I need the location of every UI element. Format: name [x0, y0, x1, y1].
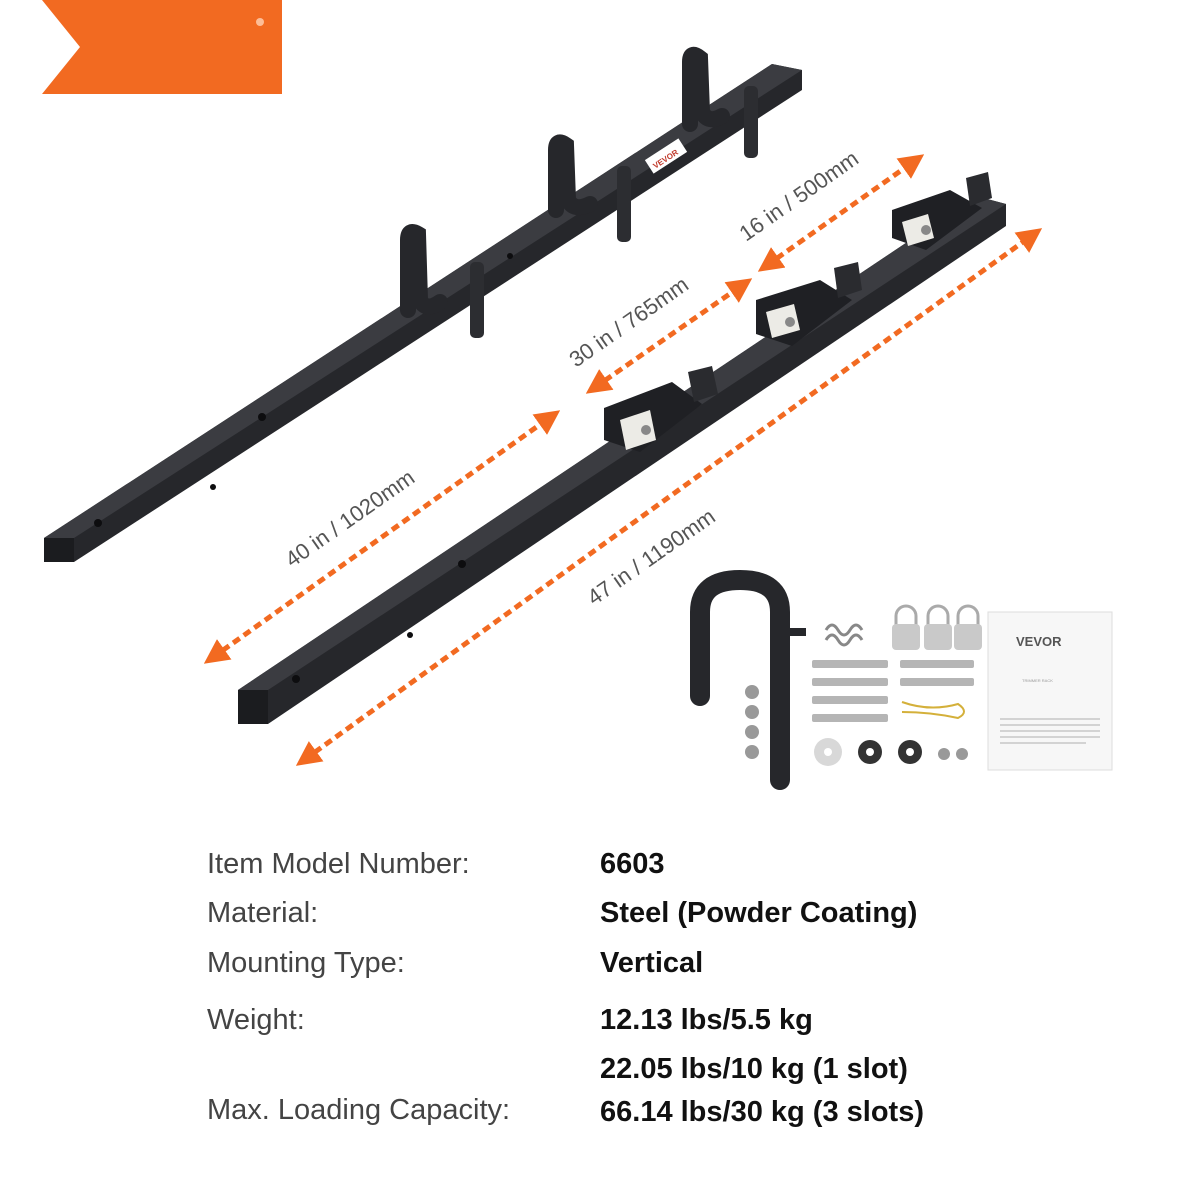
- washer-icon: [814, 738, 968, 766]
- spec-label-mounting: Mounting Type:: [207, 947, 405, 979]
- product-illustration: VEVOR: [44, 46, 1113, 790]
- spec-label-material: Material:: [207, 897, 319, 929]
- svg-text:TRIMMER RACK: TRIMMER RACK: [1022, 678, 1053, 683]
- short-rack-length-label: 40 in / 1020mm: [281, 465, 420, 572]
- spec-label-weight: Weight:: [207, 1004, 305, 1036]
- spec-value-weight: 12.13 lbs/5.5 kg: [600, 1004, 813, 1036]
- spacing-wide-label: 30 in / 765mm: [565, 272, 694, 372]
- spec-value-capacity-total: 66.14 lbs/30 kg (3 slots): [600, 1096, 924, 1128]
- padlock-icon: [892, 604, 982, 650]
- spec-value-model: 6603: [600, 848, 665, 880]
- dimension-arrows: [203, 154, 1043, 766]
- spec-label-model: Item Model Number:: [207, 848, 470, 880]
- spec-label-capacity: Max. Loading Capacity:: [207, 1094, 511, 1126]
- svg-text:VEVOR: VEVOR: [1016, 634, 1062, 649]
- j-hook-icon: [690, 569, 790, 790]
- spec-value-capacity-single: 22.05 lbs/10 kg (1 slot): [600, 1053, 908, 1085]
- spec-value-material: Steel (Powder Coating): [600, 897, 918, 929]
- corner-banner: [42, 0, 282, 94]
- spacing-narrow-label: 16 in / 500mm: [735, 146, 864, 246]
- spring-icon: [824, 623, 864, 637]
- accessories: VEVOR TRIMMER RACK: [690, 569, 1113, 790]
- pin-icon: [901, 701, 965, 720]
- spec-value-mounting: Vertical: [600, 947, 704, 979]
- bolt-icon: [812, 660, 974, 722]
- manual-icon: VEVOR TRIMMER RACK: [987, 611, 1113, 771]
- long-rack: [238, 172, 1006, 724]
- nut-icon: [745, 685, 759, 759]
